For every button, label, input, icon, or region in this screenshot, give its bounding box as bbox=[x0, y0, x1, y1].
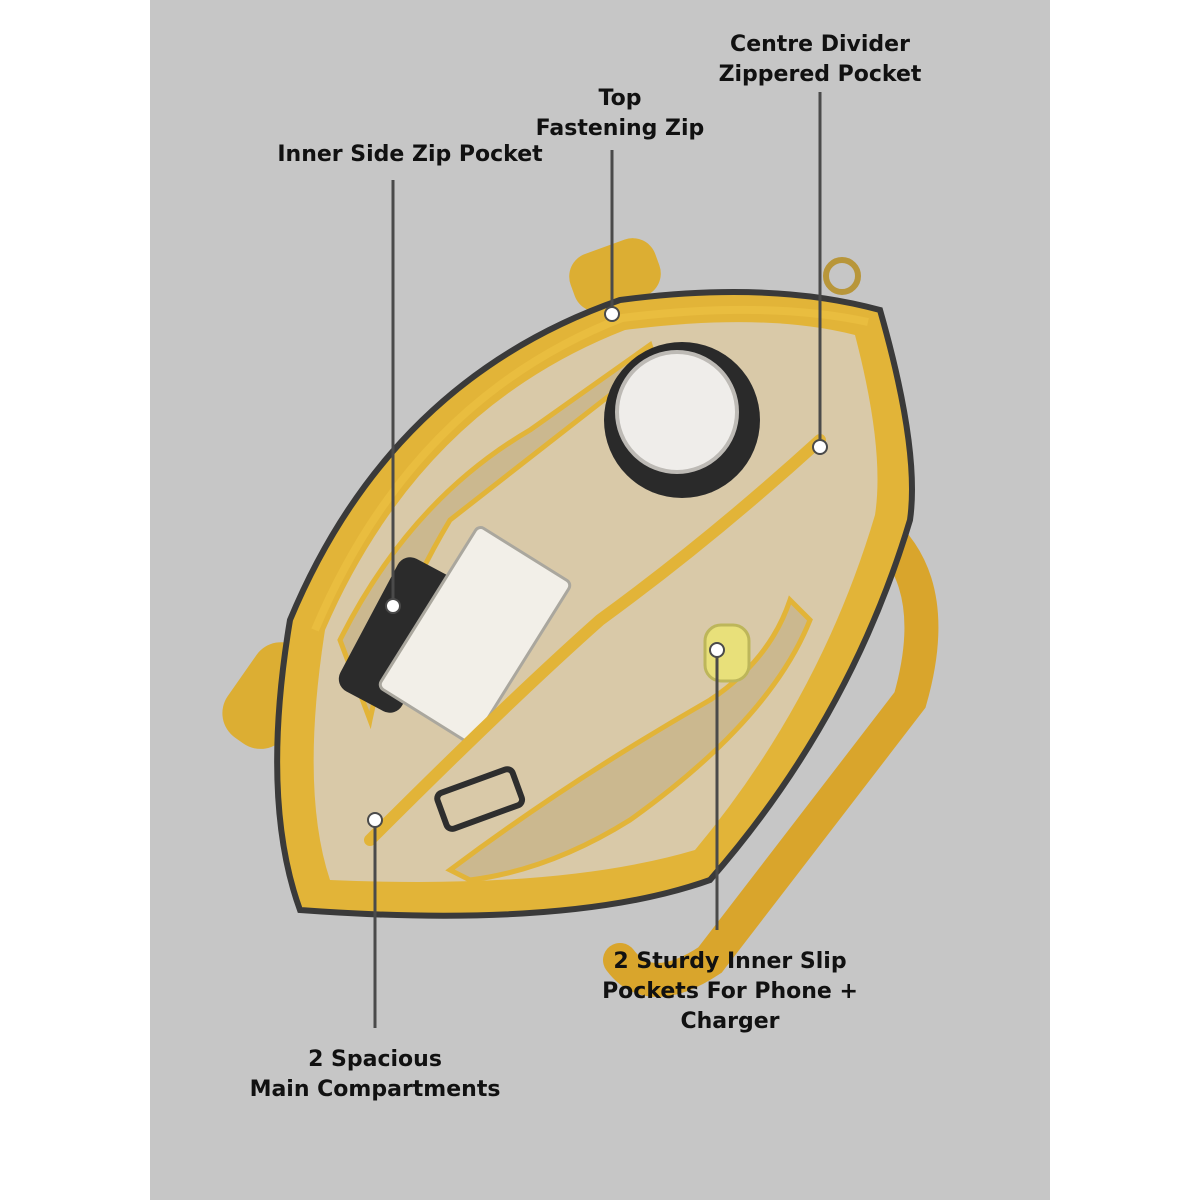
label-main-compartments-line-2: Main Compartments bbox=[249, 1077, 501, 1102]
strap-loop-top bbox=[569, 238, 661, 312]
slip-pocket bbox=[445, 595, 813, 883]
label-top-zip-line-1: Top bbox=[598, 86, 642, 111]
leader-dot-main-compartments bbox=[367, 812, 383, 828]
label-centre-divider-line-2: Zippered Pocket bbox=[718, 62, 922, 87]
leader-dot-inner-side bbox=[385, 598, 401, 614]
label-top-zip-line-2: Fastening Zip bbox=[535, 116, 705, 141]
label-centre-divider: Centre Divider Zippered Pocket bbox=[670, 30, 970, 90]
book bbox=[378, 526, 572, 744]
label-main-compartments-line-1: 2 Spacious bbox=[308, 1047, 442, 1072]
label-inner-side-zip: Inner Side Zip Pocket bbox=[230, 140, 590, 170]
top-zip-track bbox=[311, 305, 869, 632]
label-main-compartments: 2 Spacious Main Compartments bbox=[220, 1045, 530, 1105]
label-centre-divider-line-1: Centre Divider bbox=[730, 32, 910, 57]
leader-dot-top-zip bbox=[604, 306, 620, 322]
label-slip-pockets: 2 Sturdy Inner Slip Pockets For Phone + … bbox=[570, 947, 890, 1037]
belt-buckle bbox=[434, 766, 526, 832]
label-slip-pockets-line-3: Charger bbox=[680, 1009, 780, 1034]
label-slip-pockets-line-1: 2 Sturdy Inner Slip bbox=[613, 949, 847, 974]
leader-dot-slip-pockets bbox=[709, 642, 725, 658]
label-inner-side-zip-line-1: Inner Side Zip Pocket bbox=[277, 142, 543, 167]
label-slip-pockets-line-2: Pockets For Phone + bbox=[602, 979, 858, 1004]
d-ring bbox=[823, 257, 861, 295]
label-top-zip: Top Fastening Zip bbox=[470, 84, 770, 144]
leader-dot-centre-divider bbox=[812, 439, 828, 455]
handbag-illustration bbox=[222, 92, 939, 1028]
phone bbox=[338, 557, 462, 713]
photo-panel: Centre Divider Zippered Pocket Top Faste… bbox=[150, 0, 1050, 1200]
centre-divider bbox=[364, 434, 826, 846]
bottle-cap bbox=[615, 350, 739, 474]
